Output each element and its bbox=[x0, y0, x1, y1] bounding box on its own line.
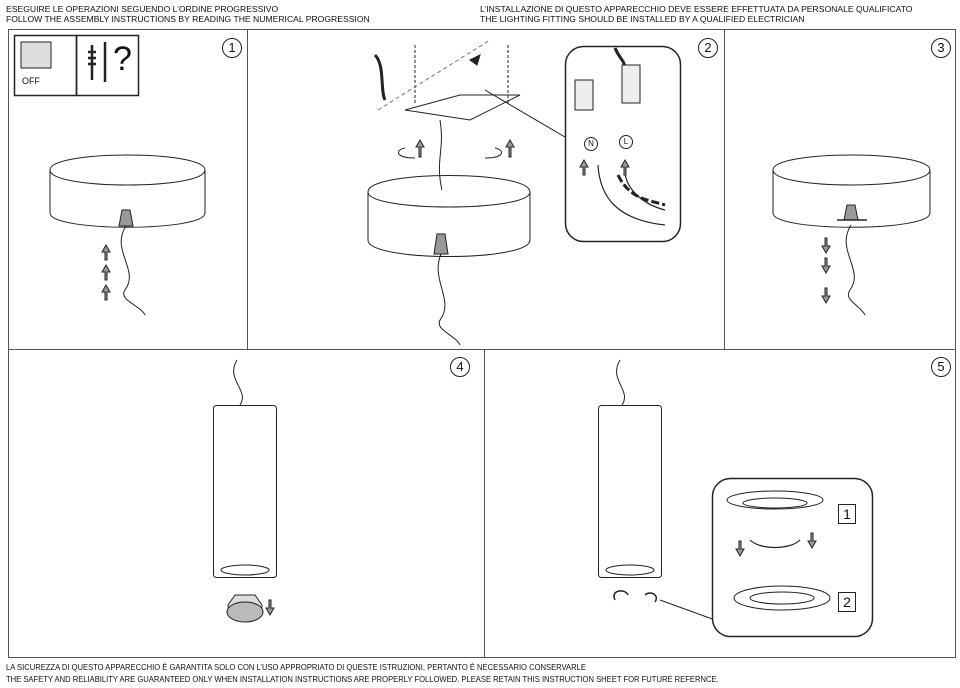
off-label: OFF bbox=[22, 76, 40, 86]
screw-icon bbox=[88, 42, 107, 82]
frame bbox=[8, 29, 956, 658]
header-right: L’INSTALLAZIONE DI QUESTO APPARECCHIO DE… bbox=[480, 4, 913, 24]
neutral-label: N bbox=[584, 137, 598, 151]
live-label: L bbox=[619, 135, 633, 149]
canopy-step1 bbox=[49, 154, 206, 316]
gu10-bulb-icon bbox=[226, 594, 264, 623]
canopy-step2 bbox=[367, 39, 571, 346]
sub-step-2: 2 bbox=[838, 592, 856, 612]
switch-panel-icon bbox=[20, 41, 52, 69]
mounting-bracket bbox=[404, 94, 521, 121]
step-number-4: 4 bbox=[450, 357, 470, 377]
canopy-step3 bbox=[772, 154, 931, 316]
pendant-step5 bbox=[598, 359, 716, 621]
step-number-1: 1 bbox=[222, 38, 242, 58]
warning-english: THE LIGHTING FITTING SHOULD BE INSTALLED… bbox=[480, 14, 805, 24]
step-number-5: 5 bbox=[931, 357, 951, 377]
instruction-english: FOLLOW THE ASSEMBLY INSTRUCTIONS BY READ… bbox=[6, 14, 370, 24]
warning-italian: L’INSTALLAZIONE DI QUESTO APPARECCHIO DE… bbox=[480, 4, 913, 14]
step-number-3: 3 bbox=[931, 38, 951, 58]
footer-italian: LA SICUREZZA DI QUESTO APPARECCHIO È GAR… bbox=[6, 663, 586, 672]
sub-step-1: 1 bbox=[838, 504, 856, 524]
header-left: ESEGUIRE LE OPERAZIONI SEGUENDO L’ORDINE… bbox=[6, 4, 370, 24]
ring-callout bbox=[711, 477, 874, 638]
instruction-italian: ESEGUIRE LE OPERAZIONI SEGUENDO L’ORDINE… bbox=[6, 4, 279, 14]
footer-english: THE SAFETY AND RELIABILITY ARE GUARANTEE… bbox=[6, 675, 719, 684]
pendant-step4 bbox=[213, 359, 277, 623]
tools-icon bbox=[75, 34, 140, 97]
step-number-2: 2 bbox=[698, 38, 718, 58]
question-mark-icon: ? bbox=[113, 40, 132, 78]
